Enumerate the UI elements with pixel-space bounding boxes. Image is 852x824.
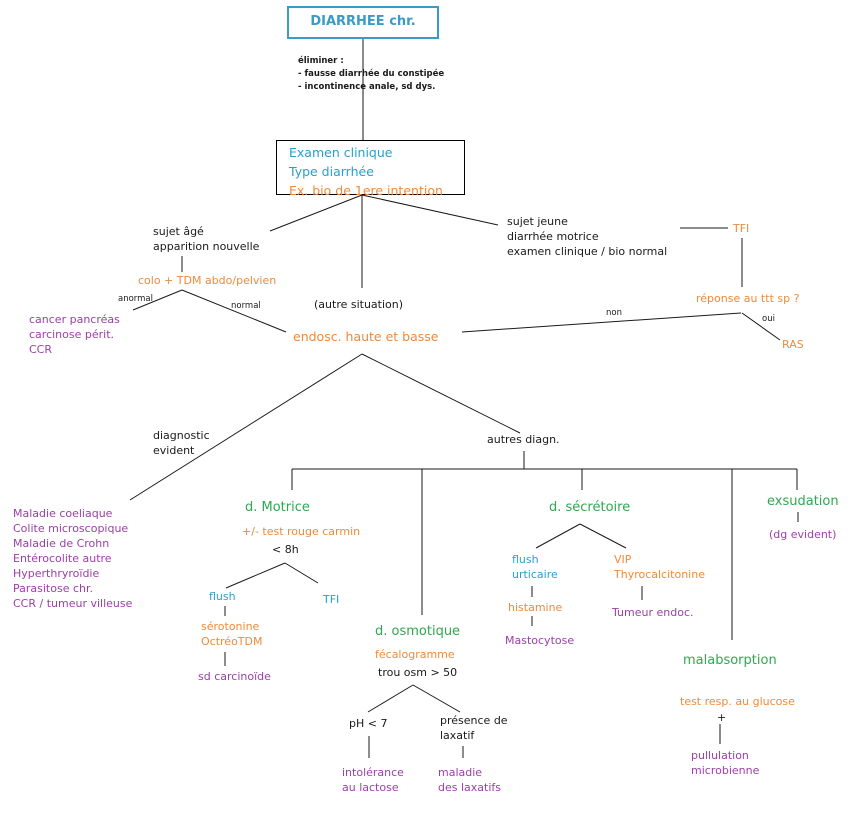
malabsorption-title: malabsorption [683,653,777,668]
secretoire-tumor: Tumeur endoc. [612,606,694,619]
result-laxative-line: des laxatifs [438,781,501,794]
label-yes: oui [762,314,775,324]
secretoire-left-line: flush [512,553,539,566]
secretoire-right-line: VIP [614,553,632,566]
exam-clinical: Examen clinique [289,145,393,160]
connector [361,353,521,434]
elderly-result: carcinose périt. [29,328,115,341]
young-tfi: TFI [733,222,750,235]
motrice-markers: sérotonine OctréoTDM [201,619,262,649]
motrice-title: d. Motrice [245,500,310,515]
elderly-result: CCR [29,343,53,356]
connector [361,194,499,226]
elderly-line: apparition nouvelle [153,240,260,253]
osmotique-ph: pH < 7 [349,717,388,730]
connector [535,523,581,549]
evident-list: Maladie coeliaque Colite microscopique M… [13,506,132,611]
connector [367,684,414,713]
osmotique-title: d. osmotique [375,624,461,639]
secretoire-left-line: urticaire [512,568,558,581]
exam-bio: Ex. bio de 1ere intention [289,183,443,198]
motrice-tfi: TFI [323,593,340,606]
osmotique-test: fécalogramme [375,648,455,661]
young-subject: sujet jeune diarrhée motrice examen clin… [507,214,667,259]
label-abnormal: anormal [118,294,153,304]
evident-item: Colite microscopique [13,522,129,535]
young-line: diarrhée motrice [507,230,599,243]
connector [225,562,286,589]
secretoire-mastocytose: Mastocytose [505,634,575,647]
connector [284,562,319,584]
osmotique-threshold: trou osm > 50 [378,666,458,679]
title-box [287,6,439,39]
connector [579,523,627,549]
motrice-test: +/- test rouge carmin [242,525,361,538]
malabsorption-test: test resp. au glucose [680,695,795,708]
malabsorption-plus: + [717,711,727,724]
elderly-result: cancer pancréas [29,313,120,326]
secretoire-right: VIP Thyrocalcitonine [614,552,705,582]
eliminate-heading: éliminer : [298,56,344,66]
exsudation-title: exsudation [767,494,839,509]
connector [129,353,363,501]
secretoire-right-line: Thyrocalcitonine [614,568,705,581]
elderly-line: sujet âgé [153,225,204,238]
osmotique-laxative: présence de laxatif [440,713,508,743]
connector [461,312,742,333]
exam-box [276,140,465,195]
secretoire-left: flush urticaire [512,552,558,582]
label-normal: normal [231,301,261,311]
endoscopy: endosc. haute et basse [293,329,439,344]
exam-box-text: Examen clinique Type diarrhée Ex. bio de… [289,143,443,200]
evident-item: CCR / tumeur villeuse [13,597,133,610]
exam-diarrhea-type: Type diarrhée [289,164,374,179]
eliminate-block: éliminer : - fausse diarrhée du constipé… [298,55,444,94]
motrice-threshold: < 8h [272,543,299,556]
motrice-flush: flush [209,590,236,603]
result-lactose-line: au lactose [342,781,399,794]
young-line: sujet jeune [507,215,568,228]
title: DIARRHEE chr. [310,14,416,29]
secretoire-title: d. sécrétoire [549,500,631,515]
result-laxative-line: maladie [438,766,483,779]
motrice-marker: OctréoTDM [201,635,263,648]
evident-item: Maladie de Crohn [13,537,110,550]
motrice-result: sd carcinoïde [198,670,271,683]
malabsorption-result-line: microbienne [691,764,760,777]
connector [132,289,183,311]
motrice-marker: sérotonine [201,620,260,633]
laxative-line: laxatif [440,729,475,742]
elderly-results: cancer pancréas carcinose périt. CCR [29,312,120,357]
eliminate-item: - fausse diarrhée du constipée [298,69,445,79]
treatment-question: réponse au ttt sp ? [696,292,800,305]
ras: RAS [782,338,804,351]
secretoire-histamine: histamine [508,601,563,614]
exsudation-note: (dg evident) [769,528,837,541]
evident-diagnosis: diagnostic evident [153,428,210,458]
malabsorption-result-line: pullulation [691,749,749,762]
other-diagnoses: autres diagn. [487,433,560,446]
young-line: examen clinique / bio normal [507,245,668,258]
connector [269,194,363,232]
laxative-line: présence de [440,714,508,727]
malabsorption-result: pullulation microbienne [691,748,759,778]
elderly-test: colo + TDM abdo/pelvien [138,274,277,287]
evident-item: Entérocolite autre [13,552,112,565]
label-no: non [606,308,622,318]
evident-item: Hyperthryroïdie [13,567,100,580]
evident-line: diagnostic [153,429,210,442]
connector [741,312,781,341]
connector [181,289,287,333]
eliminate-item: - incontinence anale, sd dys. [298,82,436,92]
result-lactose: intolérance au lactose [342,765,404,795]
evident-item: Parasitose chr. [13,582,93,595]
elderly-subject: sujet âgé apparition nouvelle [153,224,259,254]
result-laxative: maladie des laxatifs [438,765,501,795]
connector [412,684,461,713]
evident-line: evident [153,444,195,457]
other-situation: (autre situation) [314,298,404,311]
result-lactose-line: intolérance [342,766,404,779]
evident-item: Maladie coeliaque [13,507,113,520]
